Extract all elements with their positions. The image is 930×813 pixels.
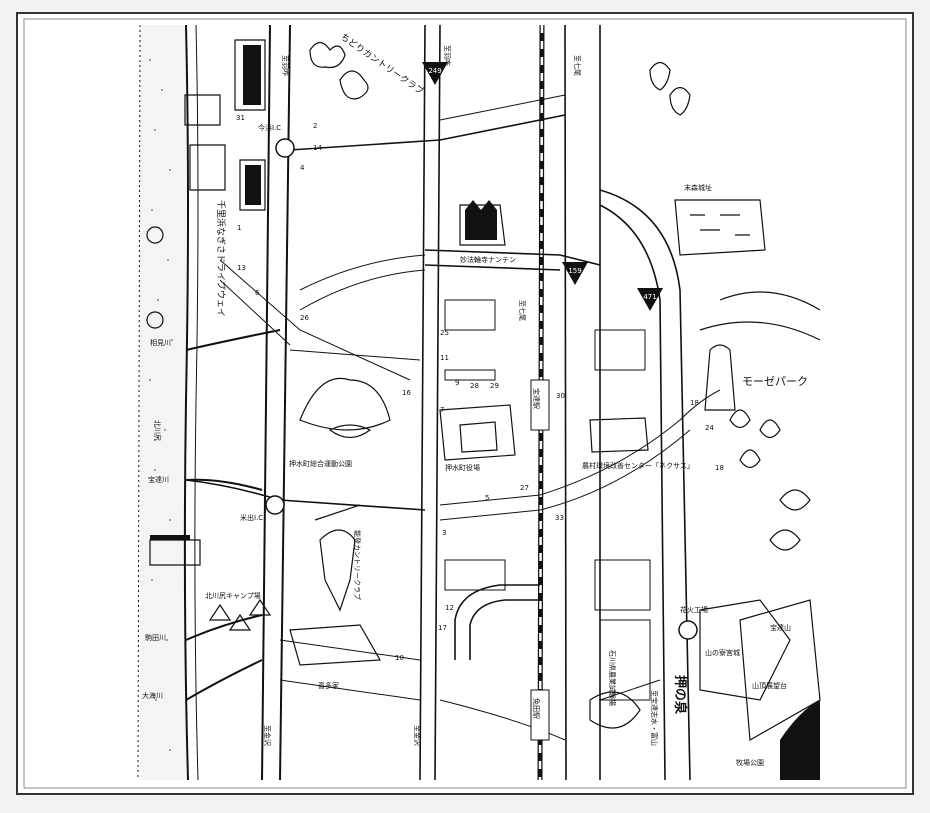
route-number: 27 — [520, 484, 529, 492]
svg-text:宝達山: 宝達山 — [770, 623, 791, 632]
sea-band — [140, 25, 186, 780]
svg-text:至宝達志水・富山: 至宝達志水・富山 — [650, 690, 659, 746]
menda-station-box — [530, 689, 550, 741]
svg-text:至七尾: 至七尾 — [573, 55, 582, 76]
svg-text:471: 471 — [643, 293, 656, 301]
route-number: 16 — [402, 389, 411, 397]
svg-text:山頂展望台: 山頂展望台 — [752, 681, 787, 690]
svg-text:宝達川: 宝達川 — [148, 475, 169, 484]
route-number: 33 — [555, 514, 564, 522]
svg-text:北川尻キャンプ場: 北川尻キャンプ場 — [205, 591, 261, 600]
svg-text:牧場公園: 牧場公園 — [736, 758, 764, 767]
dark-fills — [150, 45, 820, 780]
route-number: 30 — [556, 392, 565, 400]
svg-text:押水町総合運動公園: 押水町総合運動公園 — [289, 459, 352, 468]
ic-south-marker — [265, 495, 285, 515]
svg-text:押水町役場: 押水町役場 — [445, 463, 480, 472]
svg-text:山の寮宮城: 山の寮宮城 — [705, 648, 740, 657]
svg-text:石川県農業試験場: 石川県農業試験場 — [608, 650, 617, 706]
route-number: 9 — [455, 379, 459, 387]
rivers — [185, 329, 281, 701]
svg-text:妙法輪寺ナンテン: 妙法輪寺ナンテン — [460, 255, 516, 264]
road-west-1 — [261, 24, 271, 781]
svg-text:押の泉: 押の泉 — [672, 675, 688, 715]
route-number: 7 — [440, 406, 444, 414]
coastline — [183, 24, 189, 781]
route-number: 5 — [485, 494, 489, 502]
svg-text:能登カントリークラブ: 能登カントリークラブ — [353, 530, 362, 600]
route-number: 28 — [470, 382, 479, 390]
route-number: 25 — [440, 329, 449, 337]
svg-text:駒田川: 駒田川 — [145, 633, 166, 642]
svg-text:今浜I.C: 今浜I.C — [258, 123, 281, 132]
route-number: 13 — [237, 264, 246, 272]
route-number: 26 — [300, 314, 309, 322]
svg-text:至金沢: 至金沢 — [263, 725, 272, 746]
route-number: 2 — [313, 122, 317, 130]
route-number: 6 — [255, 289, 260, 297]
svg-text:北川尻: 北川尻 — [153, 420, 161, 441]
svg-text:159: 159 — [568, 267, 581, 275]
route-number: 4 — [300, 164, 305, 172]
svg-text:至羽咋: 至羽咋 — [443, 45, 452, 66]
svg-text:免田駅: 免田駅 — [532, 698, 541, 719]
route-number: 11 — [440, 354, 449, 362]
route-number: 29 — [490, 382, 499, 390]
svg-text:宝達駅: 宝達駅 — [532, 388, 541, 409]
svg-text:至羽咋: 至羽咋 — [281, 55, 290, 76]
svg-text:モーゼパーク: モーゼパーク — [742, 375, 808, 388]
svg-text:花火工場: 花火工場 — [680, 605, 708, 614]
route-number: 1 — [237, 224, 241, 232]
route-number: 12 — [445, 604, 454, 612]
route-number: 18 — [690, 399, 699, 407]
route-number: 17 — [438, 624, 447, 632]
hanabi-marker — [678, 620, 698, 640]
route-number: 14 — [313, 144, 322, 152]
svg-text:農村環境改善センター「ネクサス」: 農村環境改善センター「ネクサス」 — [582, 461, 694, 470]
route-number: 18 — [715, 464, 724, 472]
route-471-shield: 471 — [637, 288, 663, 311]
svg-text:相見川: 相見川 — [150, 338, 171, 347]
route-number: 24 — [705, 424, 714, 432]
road-center-1 — [419, 24, 426, 781]
svg-text:米出I.C: 米出I.C — [240, 513, 263, 522]
road-center-2 — [434, 24, 441, 781]
route-159-shield: 159 — [562, 262, 588, 285]
svg-text:大海川: 大海川 — [142, 691, 163, 700]
route-number: 31 — [236, 114, 245, 122]
svg-text:至金沢: 至金沢 — [413, 725, 422, 746]
svg-text:249: 249 — [428, 67, 441, 75]
ic-north-marker — [275, 138, 295, 158]
road-east-1 — [564, 24, 567, 781]
route-number: 10 — [395, 654, 404, 662]
svg-text:喜多家: 喜多家 — [318, 681, 339, 690]
svg-text:末森城址: 末森城址 — [684, 183, 712, 192]
route-number: 3 — [442, 529, 446, 537]
coast-dots — [149, 59, 173, 751]
illustrations — [146, 39, 821, 741]
route-249-shield: 249 — [422, 62, 448, 85]
hodatsu-station-box — [530, 379, 550, 431]
svg-text:至七尾: 至七尾 — [518, 300, 527, 321]
svg-text:千里浜なぎさドライブウェイ: 千里浜なぎさドライブウェイ — [215, 200, 227, 317]
